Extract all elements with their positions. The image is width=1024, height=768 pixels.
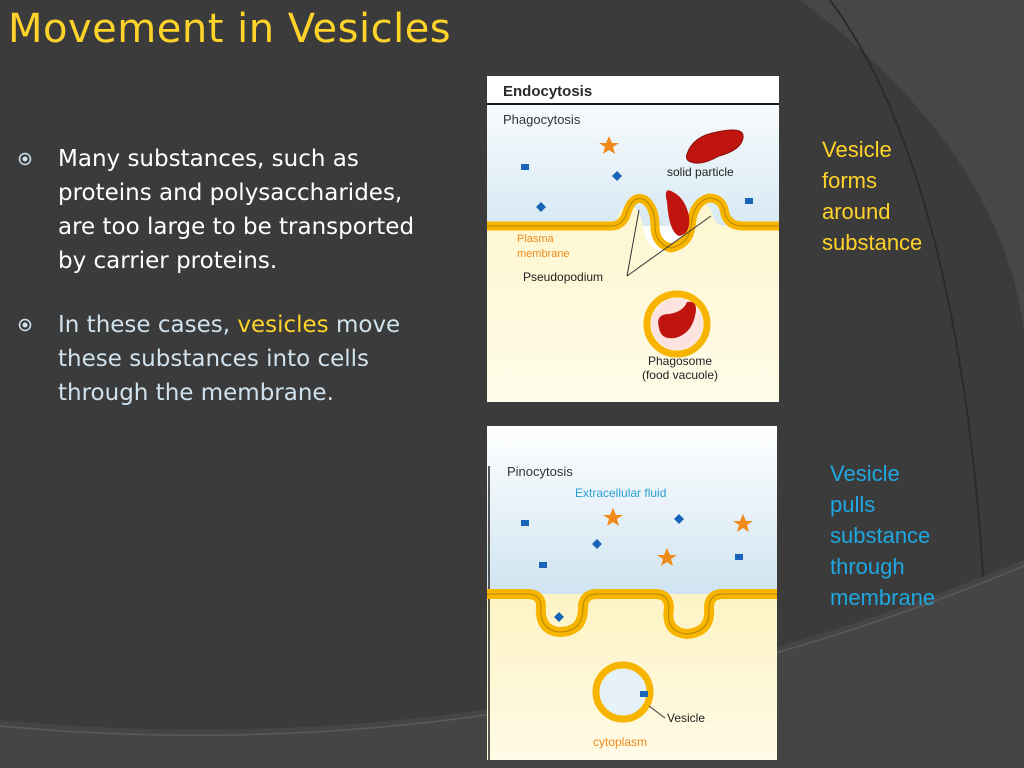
circle-bullet-icon [18,152,32,166]
pseudopodium-label: Pseudopodium [523,270,603,284]
phagosome-label-line2: (food vacuole) [642,368,718,382]
bullet-text-2-suffix: move these substances into cells through… [58,312,401,406]
extracellular-fluid-region [487,426,777,594]
bullet-text-2-prefix: In these cases, [58,312,238,338]
bullet-text-1: Many substances, such as proteins and po… [58,146,415,274]
molecule-square [539,562,547,568]
bullet-item-2: In these cases, vesicles move these subs… [18,308,438,410]
phagocytosis-diagram: Endocytosis Phagocytosis solid particle … [487,76,779,402]
phagosome-label-line1: Phagosome [648,354,712,368]
molecule-square [640,691,648,697]
molecule-diamond [612,171,622,181]
pseudopodium-pointer-1 [626,209,640,277]
molecule-diamond [536,202,546,212]
pinocytic-vesicle [592,661,654,723]
vesicle-forms-label: Vesicle forms around substance [822,137,923,255]
plasma-membrane-label-line2: membrane [517,248,570,260]
solid-particle-label: solid particle [667,165,734,179]
extracellular-fluid-label: Extracellular fluid [575,486,666,500]
star-molecule [599,136,619,154]
molecule-square [521,520,529,526]
bullet-list: Many substances, such as proteins and po… [18,142,438,440]
molecule-square [745,198,753,204]
star-molecule [657,548,677,566]
solid-particle-shape [686,129,744,164]
vesicle-pulls-label: Vesicle pulls substance through membrane [830,461,936,610]
phagocytosis-subtitle: Phagocytosis [503,112,581,127]
star-molecule [603,508,623,526]
pseudopodium-pointer-2 [626,215,712,277]
engulfed-particle-shape [665,190,690,236]
plasma-membrane-label-line1: Plasma [517,233,555,245]
vesicle-label: Vesicle [667,711,705,725]
bullet-item-1: Many substances, such as proteins and po… [18,142,438,278]
molecule-diamond [554,612,564,622]
pinocytosis-diagram: Pinocytosis Extracellular fluid Vesicle … [487,426,777,760]
molecule-diamond [592,539,602,549]
cytoplasm-label: cytoplasm [593,735,647,749]
slide-title: Movement in Vesicles [8,6,452,52]
molecule-diamond [674,514,684,524]
circle-bullet-icon [18,318,32,332]
bullet-highlight-vesicles: vesicles [237,312,329,338]
pinocytosis-subtitle: Pinocytosis [507,464,573,479]
molecule-square [521,164,529,170]
phagosome-particle [658,301,696,339]
molecule-square [735,554,743,560]
cytoplasm-region [487,204,779,402]
star-molecule [733,514,753,532]
endocytosis-header: Endocytosis [503,83,592,100]
